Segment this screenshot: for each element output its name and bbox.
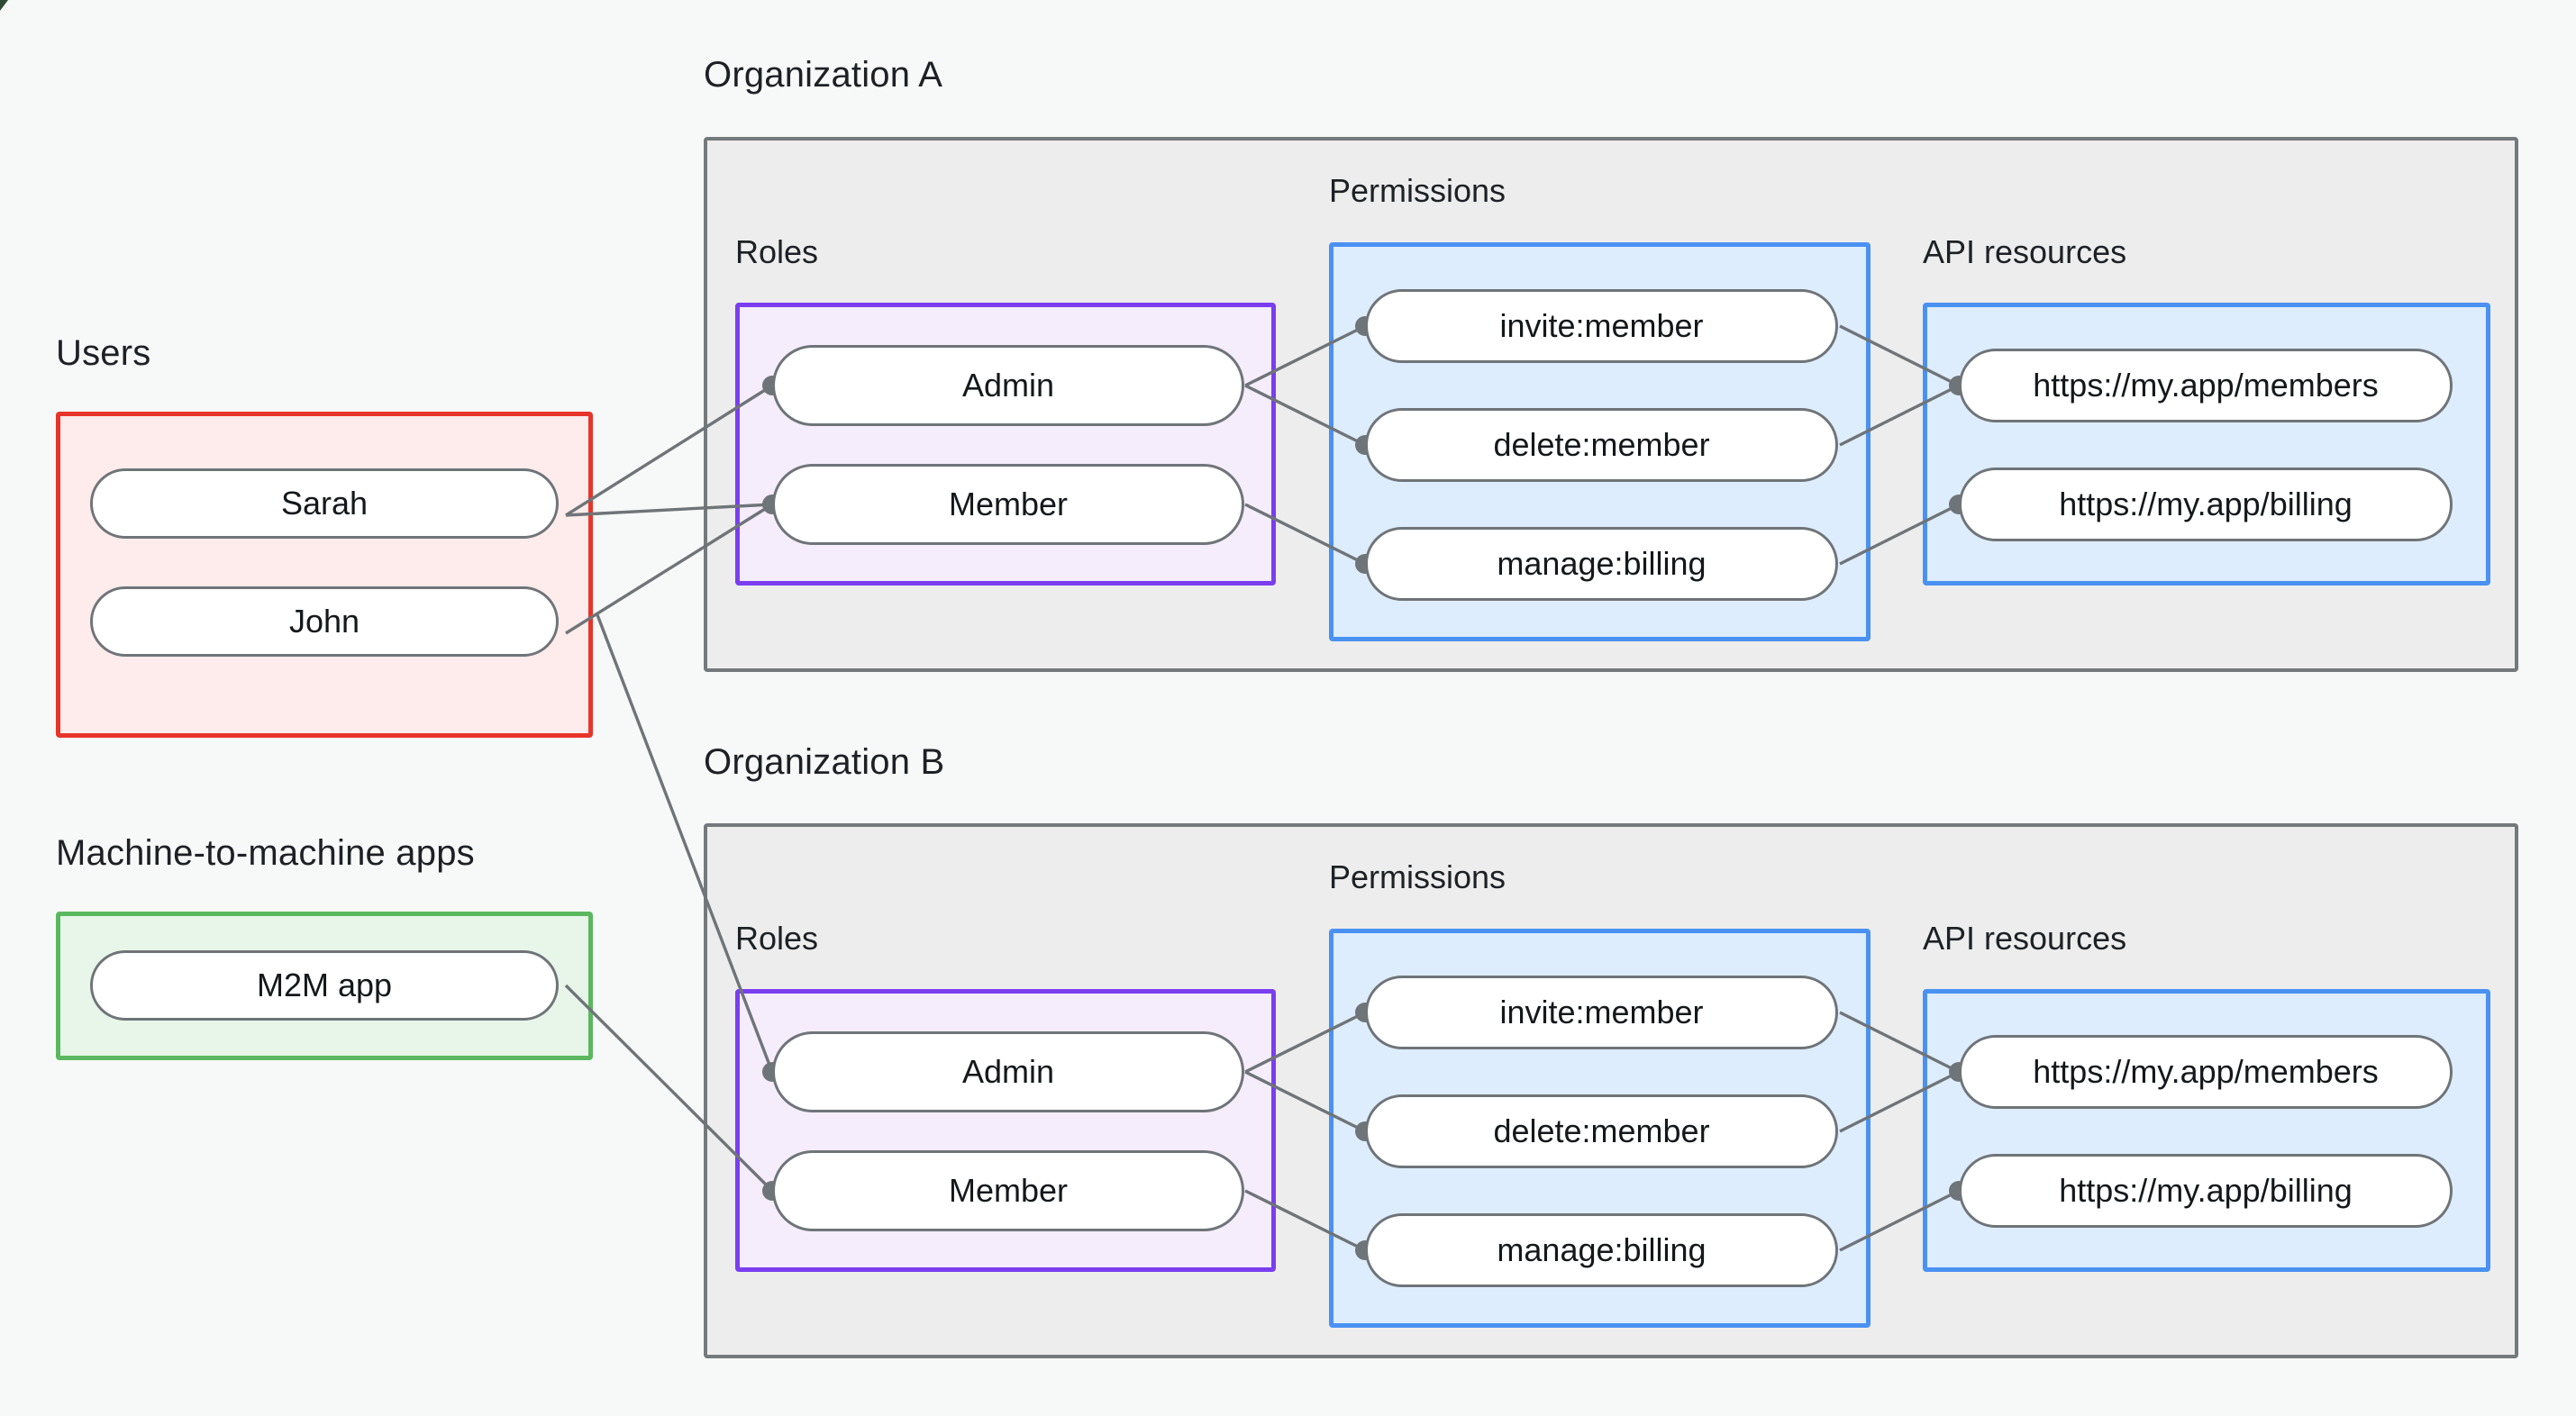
users-group-box bbox=[56, 412, 593, 738]
edge-deleteA-members bbox=[1839, 384, 1960, 447]
organization-b-label: Organization B bbox=[704, 742, 945, 782]
user-node-john[interactable]: John bbox=[90, 586, 559, 657]
org-a-api-resources-label: API resources bbox=[1923, 233, 2127, 270]
edge-inviteB-members bbox=[1839, 1011, 1960, 1074]
m2m-node-app[interactable]: M2M app bbox=[90, 950, 559, 1021]
org-a-roles-label: Roles bbox=[735, 233, 819, 270]
org-b-permission-delete-member[interactable]: delete:member bbox=[1365, 1094, 1838, 1168]
edge-sarah-memberA bbox=[565, 503, 773, 517]
organization-a-label: Organization A bbox=[704, 55, 943, 95]
edge-billingB-billing bbox=[1839, 1189, 1960, 1252]
org-a-permission-manage-billing[interactable]: manage:billing bbox=[1365, 527, 1838, 601]
org-b-permission-invite-member[interactable]: invite:member bbox=[1365, 976, 1838, 1049]
edge-adminB-delete bbox=[1244, 1070, 1366, 1133]
m2m-group-label: Machine-to-machine apps bbox=[56, 833, 475, 873]
org-a-permission-delete-member[interactable]: delete:member bbox=[1365, 408, 1838, 482]
org-a-permissions-label: Permissions bbox=[1329, 172, 1506, 209]
edge-john-memberA bbox=[565, 503, 773, 635]
corner-mark bbox=[0, 0, 8, 11]
org-b-api-resource-billing[interactable]: https://my.app/billing bbox=[1959, 1154, 2453, 1228]
org-a-api-resource-members[interactable]: https://my.app/members bbox=[1959, 349, 2453, 422]
org-b-roles-label: Roles bbox=[735, 920, 819, 957]
edge-adminB-invite bbox=[1244, 1011, 1366, 1074]
org-a-role-admin[interactable]: Admin bbox=[772, 345, 1244, 426]
edge-billingA-billing bbox=[1839, 503, 1960, 566]
org-a-role-member[interactable]: Member bbox=[772, 464, 1244, 545]
org-a-api-resource-billing[interactable]: https://my.app/billing bbox=[1959, 467, 2453, 541]
edge-sarah-adminA bbox=[565, 384, 773, 517]
edge-deleteB-members bbox=[1839, 1070, 1960, 1133]
edge-inviteA-members bbox=[1839, 324, 1960, 387]
user-node-sarah[interactable]: Sarah bbox=[90, 468, 559, 539]
edge-memberA-billing bbox=[1244, 503, 1366, 566]
org-b-permission-manage-billing[interactable]: manage:billing bbox=[1365, 1213, 1838, 1287]
edge-adminA-delete bbox=[1244, 384, 1366, 447]
edge-memberB-billing bbox=[1244, 1189, 1366, 1252]
org-b-role-admin[interactable]: Admin bbox=[772, 1031, 1244, 1112]
org-b-api-resource-members[interactable]: https://my.app/members bbox=[1959, 1035, 2453, 1109]
org-b-role-member[interactable]: Member bbox=[772, 1150, 1244, 1231]
edge-m2m-memberB bbox=[564, 984, 774, 1193]
edge-john-adminB bbox=[595, 612, 774, 1073]
org-b-api-resources-label: API resources bbox=[1923, 920, 2127, 957]
org-a-permission-invite-member[interactable]: invite:member bbox=[1365, 289, 1838, 363]
edge-adminA-invite bbox=[1244, 324, 1366, 387]
org-b-permissions-label: Permissions bbox=[1329, 858, 1506, 895]
users-group-label: Users bbox=[56, 333, 151, 373]
